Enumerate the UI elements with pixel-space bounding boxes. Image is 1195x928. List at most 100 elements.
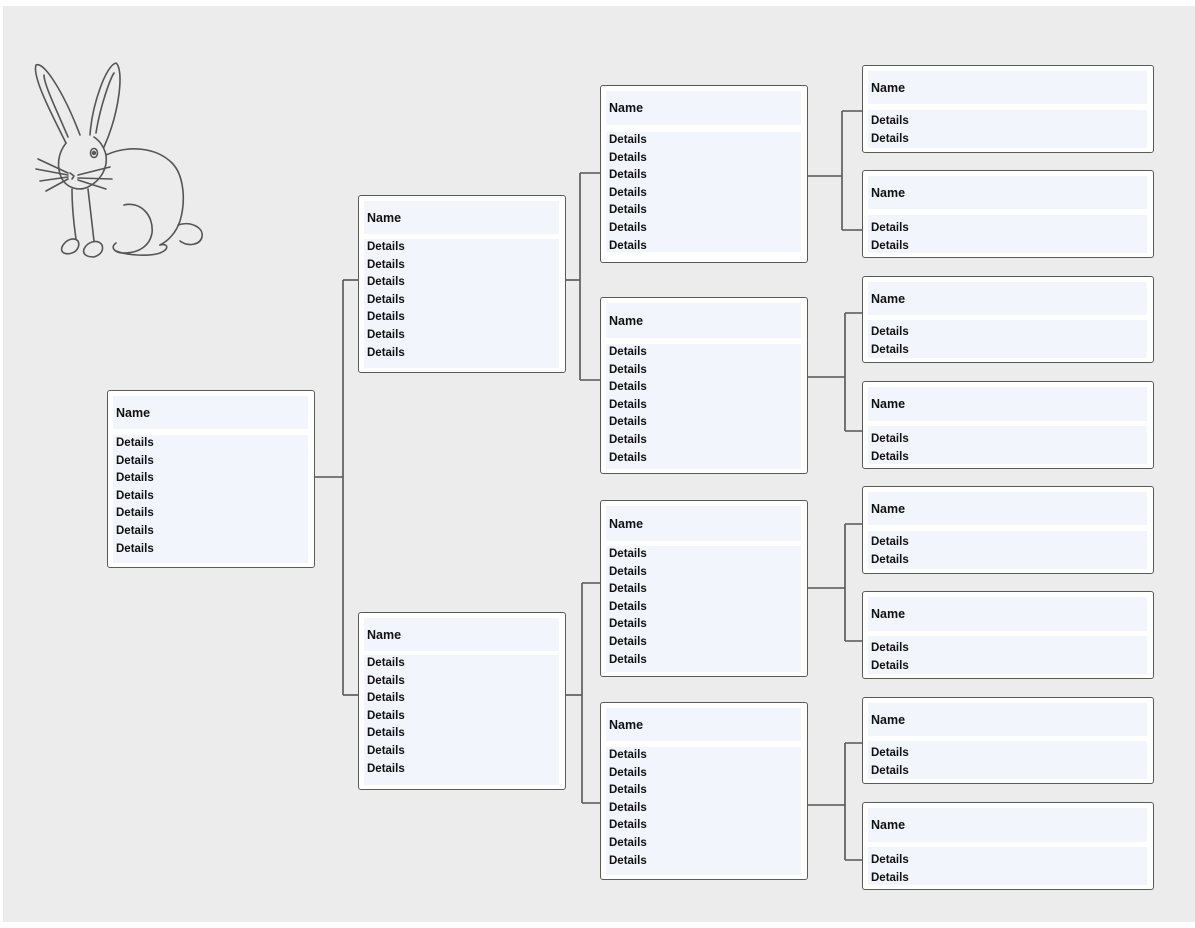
detail-line: Details <box>609 583 647 596</box>
detail-line: Details <box>116 489 154 502</box>
person-details: Details Details <box>868 636 1147 674</box>
person-details: Details Details <box>868 426 1147 464</box>
person-details: Details Details Details Details Details … <box>364 655 559 785</box>
detail-line: Details <box>609 451 647 464</box>
person-name: Name <box>868 808 1147 842</box>
detail-line: Details <box>609 618 647 631</box>
person-card-gen1-1[interactable]: Name Details Details Details Details Det… <box>107 390 315 568</box>
person-name: Name <box>868 282 1147 315</box>
detail-line: Details <box>609 801 647 814</box>
detail-line: Details <box>871 536 909 548</box>
detail-line: Details <box>116 437 154 449</box>
person-name: Name <box>364 201 559 234</box>
person-name: Name <box>364 618 559 651</box>
detail-line: Details <box>871 642 909 654</box>
detail-line: Details <box>871 326 909 338</box>
person-card-gen2-1[interactable]: Name Details Details Details Details Det… <box>358 195 566 373</box>
detail-line: Details <box>609 186 647 199</box>
detail-line: Details <box>871 239 909 252</box>
detail-line: Details <box>609 836 647 849</box>
detail-line: Details <box>871 871 909 884</box>
detail-line: Details <box>609 600 647 613</box>
person-card-gen4-5[interactable]: Name Details Details <box>862 486 1154 574</box>
person-card-gen4-3[interactable]: Name Details Details <box>862 276 1154 363</box>
person-details: Details Details <box>868 110 1147 148</box>
detail-line: Details <box>609 653 647 666</box>
detail-line: Details <box>609 204 647 217</box>
detail-line: Details <box>609 635 647 648</box>
person-card-gen3-4[interactable]: Name Details Details Details Details Det… <box>600 702 808 880</box>
detail-line: Details <box>116 507 154 520</box>
person-details: Details Details <box>868 215 1147 253</box>
detail-line: Details <box>609 346 647 358</box>
detail-line: Details <box>367 674 405 687</box>
person-details: Details Details Details Details Details … <box>606 546 801 672</box>
person-details: Details Details Details Details Details … <box>364 239 559 368</box>
detail-line: Details <box>609 819 647 832</box>
person-details: Details Details <box>868 847 1147 885</box>
person-name: Name <box>868 71 1147 104</box>
person-card-gen4-6[interactable]: Name Details Details <box>862 591 1154 679</box>
detail-line: Details <box>367 727 405 740</box>
detail-line: Details <box>367 311 405 324</box>
detail-line: Details <box>609 151 647 164</box>
person-name: Name <box>868 492 1147 525</box>
person-name: Name <box>606 708 801 741</box>
detail-line: Details <box>367 258 405 271</box>
detail-line: Details <box>609 381 647 394</box>
person-details: Details Details Details Details Details … <box>606 747 801 875</box>
detail-line: Details <box>367 744 405 757</box>
rabbit-icon <box>34 62 203 258</box>
person-details: Details Details Details Details Details … <box>606 344 801 469</box>
person-name: Name <box>868 387 1147 421</box>
person-card-gen4-1[interactable]: Name Details Details <box>862 65 1154 153</box>
person-name: Name <box>606 506 801 541</box>
detail-line: Details <box>367 346 405 359</box>
detail-line: Details <box>367 293 405 306</box>
detail-line: Details <box>871 659 909 672</box>
person-card-gen3-3[interactable]: Name Details Details Details Details Det… <box>600 500 808 677</box>
top-margin <box>0 0 1195 6</box>
detail-line: Details <box>871 747 909 759</box>
person-details: Details Details Details Details Details … <box>606 132 801 252</box>
detail-line: Details <box>609 363 647 376</box>
person-name: Name <box>113 396 308 429</box>
person-card-gen4-7[interactable]: Name Details Details <box>862 697 1154 784</box>
detail-line: Details <box>116 542 154 555</box>
person-card-gen4-4[interactable]: Name Details Details <box>862 381 1154 469</box>
detail-line: Details <box>871 553 909 566</box>
detail-line: Details <box>367 762 405 775</box>
detail-line: Details <box>367 276 405 289</box>
detail-line: Details <box>609 565 647 578</box>
person-card-gen4-8[interactable]: Name Details Details <box>862 802 1154 890</box>
person-details: Details Details <box>868 531 1147 569</box>
detail-line: Details <box>609 749 647 761</box>
detail-line: Details <box>871 222 909 234</box>
detail-line: Details <box>871 764 909 777</box>
bottom-margin <box>0 922 1195 928</box>
detail-line: Details <box>367 657 405 669</box>
person-card-gen4-2[interactable]: Name Details Details <box>862 170 1154 258</box>
detail-line: Details <box>116 524 154 537</box>
detail-line: Details <box>609 134 647 146</box>
person-details: Details Details <box>868 741 1147 779</box>
detail-line: Details <box>871 132 909 145</box>
detail-line: Details <box>609 239 647 252</box>
detail-line: Details <box>609 221 647 234</box>
detail-line: Details <box>609 416 647 429</box>
detail-line: Details <box>609 548 647 560</box>
detail-line: Details <box>609 784 647 797</box>
detail-line: Details <box>116 454 154 467</box>
detail-line: Details <box>609 433 647 446</box>
person-card-gen3-2[interactable]: Name Details Details Details Details Det… <box>600 297 808 474</box>
person-name: Name <box>606 91 801 125</box>
detail-line: Details <box>609 169 647 182</box>
detail-line: Details <box>116 472 154 485</box>
detail-line: Details <box>609 398 647 411</box>
person-card-gen3-1[interactable]: Name Details Details Details Details Det… <box>600 85 808 263</box>
detail-line: Details <box>871 450 909 463</box>
person-details: Details Details Details Details Details … <box>113 435 308 563</box>
person-card-gen2-2[interactable]: Name Details Details Details Details Det… <box>358 612 566 790</box>
